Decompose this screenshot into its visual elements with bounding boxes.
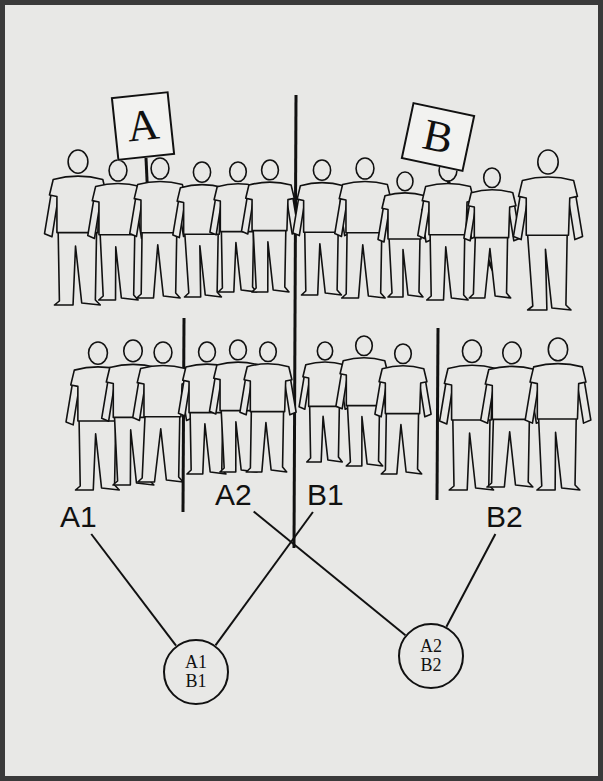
connector-line [446, 534, 495, 627]
person-figure [375, 344, 431, 474]
circle-label: A1 B1 [185, 653, 207, 691]
person-figure [133, 342, 193, 482]
group-name: B2 [484, 500, 525, 534]
person-figure [336, 336, 392, 466]
person-figure [513, 150, 582, 310]
divider-line [437, 328, 438, 500]
group-label: B2 [484, 500, 525, 534]
group-name: A1 [58, 500, 99, 534]
circle-label: A2 B2 [420, 637, 442, 675]
group-sign: A [111, 91, 175, 161]
person-figure [481, 342, 544, 487]
pair-circle: A2 B2 [398, 623, 464, 689]
sign-letter: A [125, 102, 161, 149]
group-name: A2 [213, 478, 254, 512]
person-figure [464, 168, 520, 298]
person-figure [240, 342, 296, 472]
divider-line [294, 95, 296, 548]
pair-circle: A1 B1 [163, 639, 229, 705]
sign-letter: B [419, 112, 457, 161]
person-figure [418, 160, 478, 300]
group-name: B1 [305, 478, 346, 512]
person-figure [335, 158, 395, 298]
connector-line [215, 512, 312, 645]
group-label: A2 [213, 478, 254, 512]
group-label: B1 [305, 478, 346, 512]
person-figure [525, 338, 591, 490]
person-figure [293, 160, 351, 295]
person-figure [88, 160, 148, 300]
connector-line [91, 534, 176, 646]
person-figure [130, 158, 190, 298]
connector-line [254, 512, 406, 636]
person-figure [241, 160, 298, 292]
group-label: A1 [58, 500, 99, 534]
